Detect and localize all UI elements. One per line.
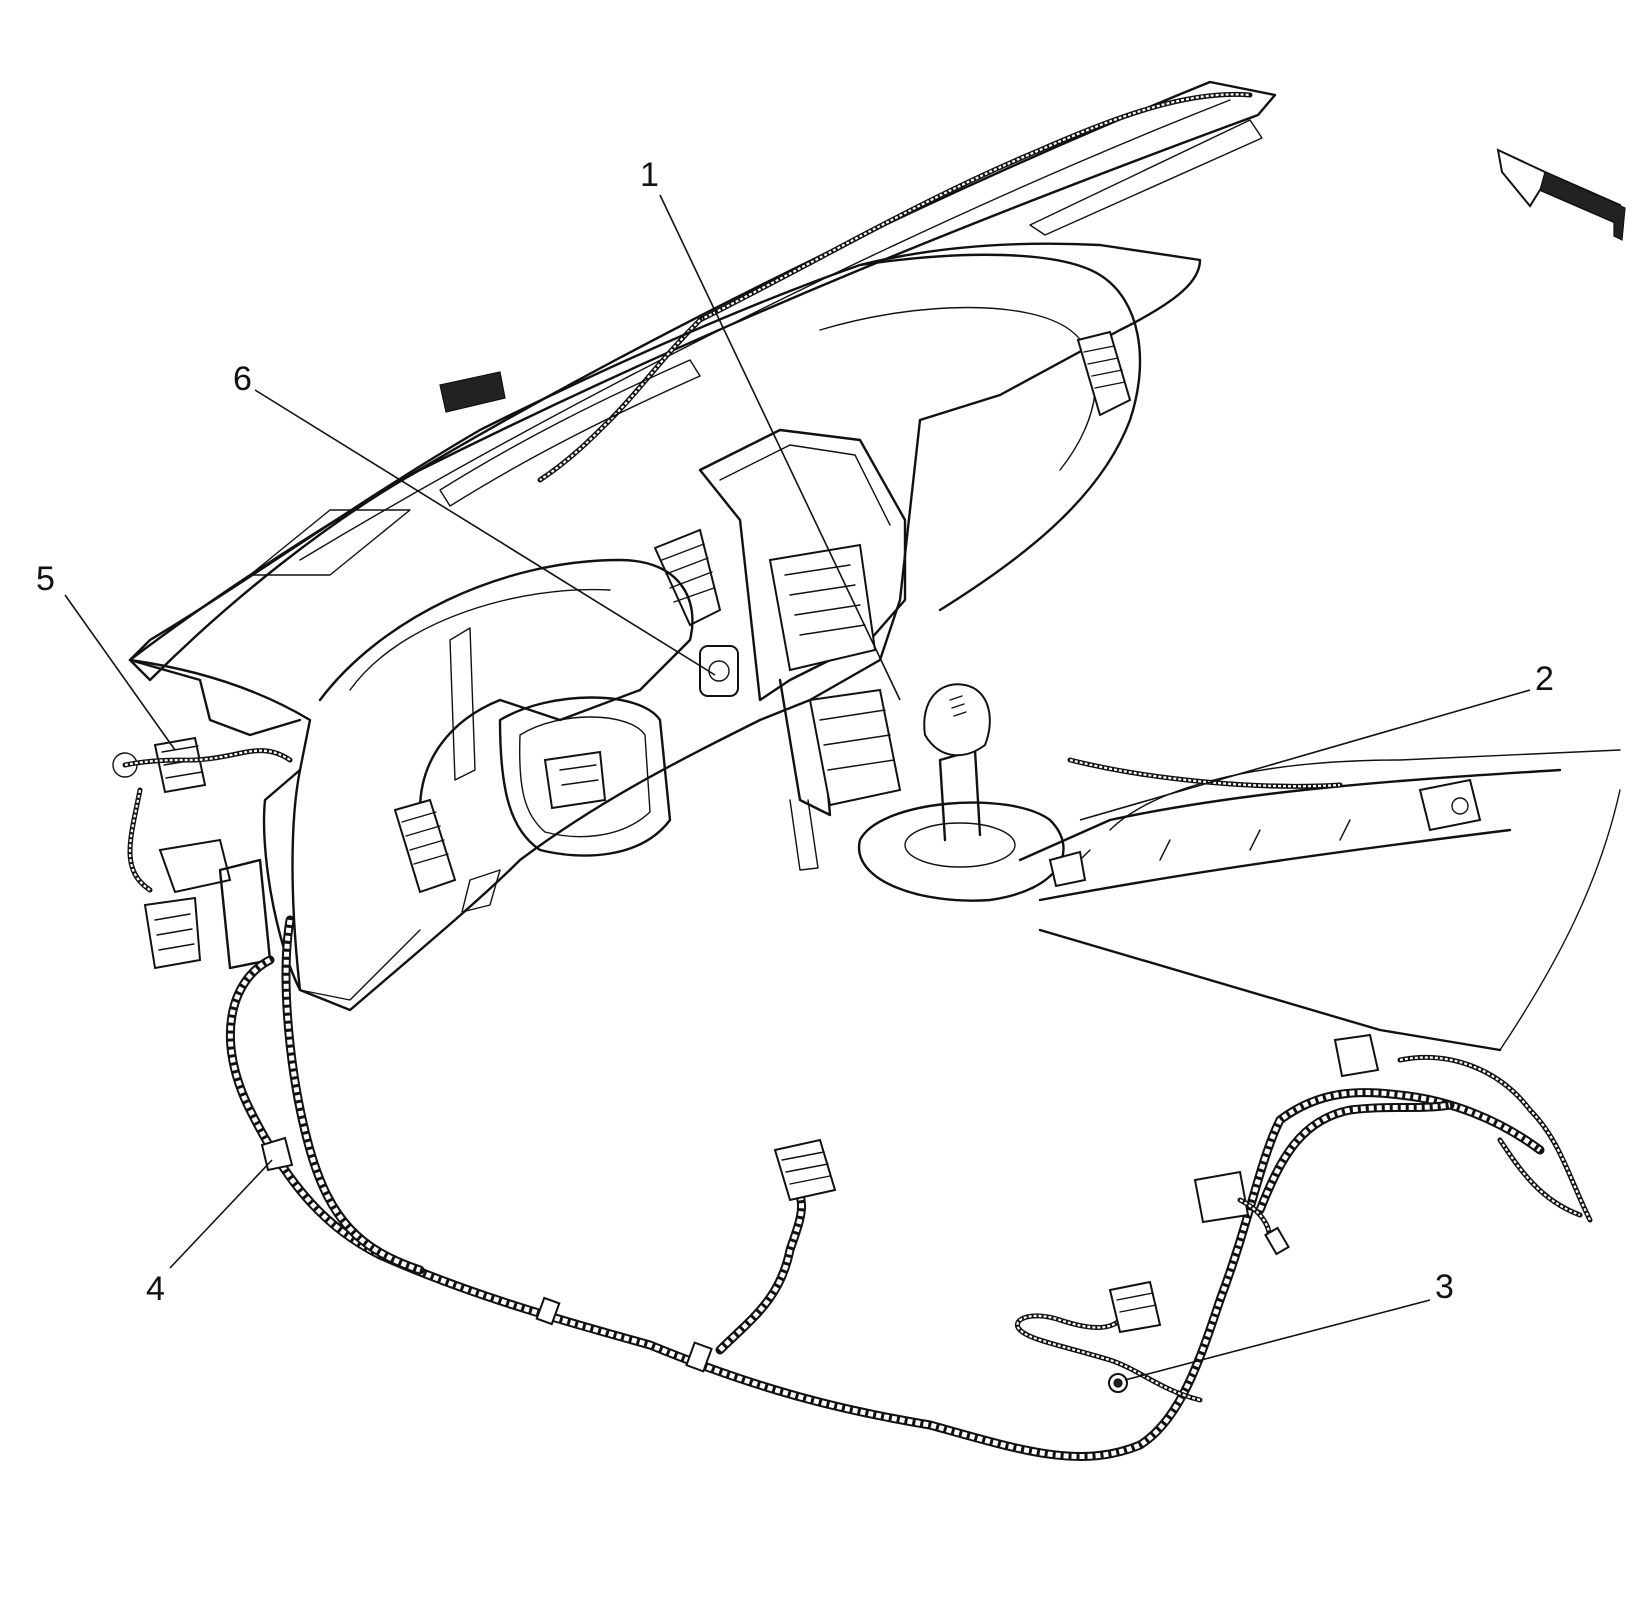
callout-4: 4: [146, 1270, 165, 1308]
callout-labels: 1 2 3 4 5 6: [36, 156, 1554, 1308]
floor-wiring-harness: [225, 915, 1593, 1461]
leader-6: [254, 389, 716, 676]
callout-3: 3: [1435, 1268, 1454, 1306]
leader-lines: [64, 194, 1531, 1381]
leader-1: [659, 194, 901, 701]
leader-4: [169, 1159, 273, 1269]
left-kick-panel-connectors: [112, 658, 302, 970]
callout-2: 2: [1535, 660, 1554, 698]
dash-top-cowl: [128, 80, 1277, 682]
leader-5: [64, 594, 176, 751]
center-console: [768, 543, 1621, 1052]
front-direction-arrow-icon: [1496, 148, 1626, 241]
callout-5: 5: [36, 560, 55, 598]
leader-3: [1124, 1299, 1431, 1381]
callout-6: 6: [233, 360, 252, 398]
leader-2: [1079, 689, 1531, 821]
instrument-panel: [128, 242, 1202, 1012]
callout-1: 1: [640, 156, 659, 194]
